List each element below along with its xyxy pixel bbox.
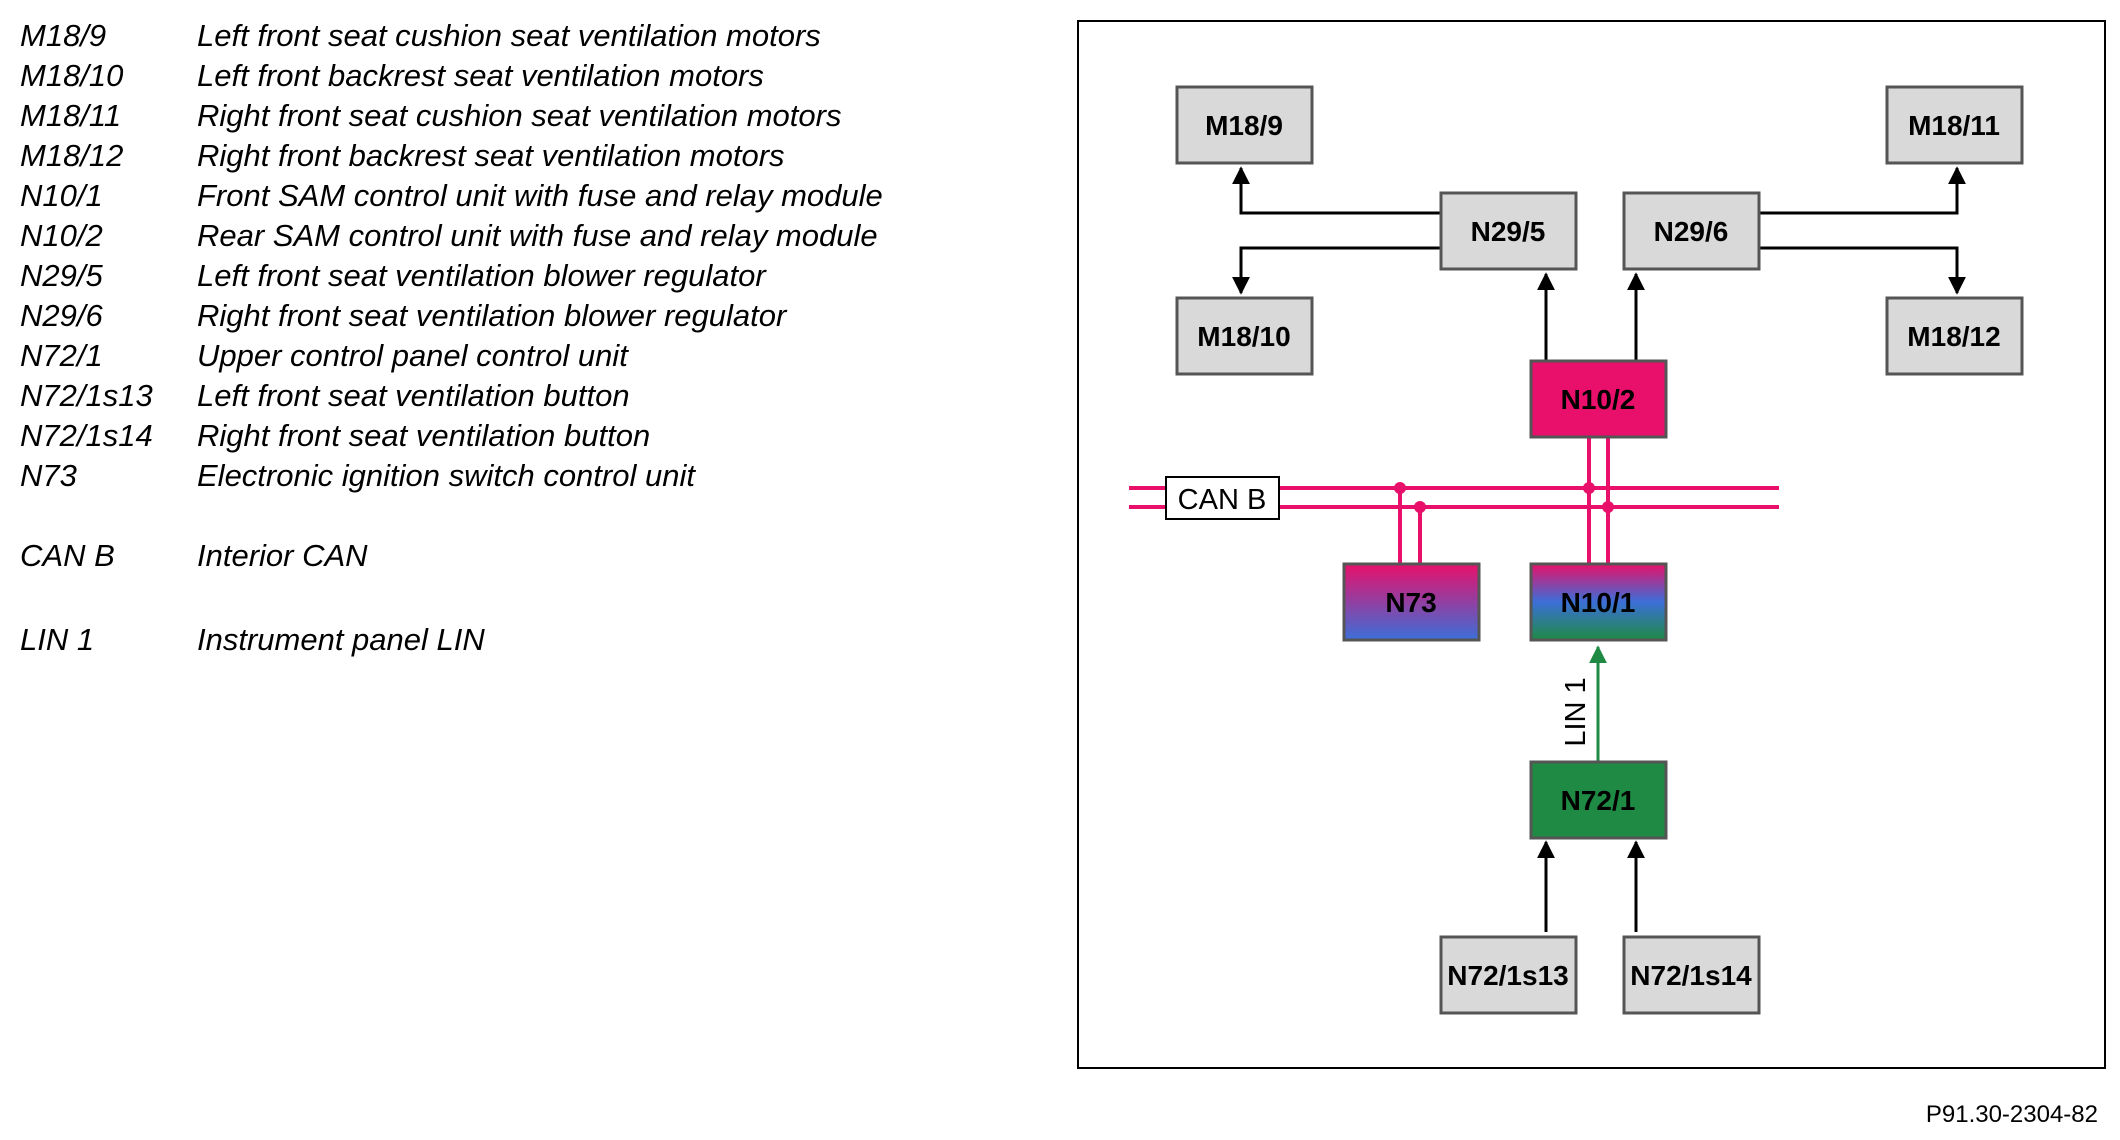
legend-description: Upper control panel control unit xyxy=(197,338,628,373)
box-m18-9: M18/9 xyxy=(1175,85,1314,165)
box-n29-6: N29/6 xyxy=(1622,191,1761,271)
box-n72-1: N72/1 xyxy=(1529,760,1668,840)
can-b-label-text: CAN B xyxy=(1178,484,1267,516)
box-n29-5-label: N29/5 xyxy=(1471,216,1546,247)
lin-1-label-text: LIN 1 xyxy=(1560,677,1592,746)
legend-code: N73 xyxy=(20,458,77,493)
box-n73-label: N73 xyxy=(1385,587,1436,618)
box-n72-1s14: N72/1s14 xyxy=(1622,935,1761,1015)
legend-code: LIN 1 xyxy=(20,622,95,657)
legend-code: N10/2 xyxy=(20,218,103,253)
legend-description: Left front seat ventilation button xyxy=(197,378,630,413)
legend-description: Rear SAM control unit with fuse and rela… xyxy=(197,218,878,253)
legend-code: N29/6 xyxy=(20,298,103,333)
box-m18-10-label: M18/10 xyxy=(1197,321,1290,352)
legend-code: CAN B xyxy=(20,538,115,573)
box-n10-1: N10/1 xyxy=(1529,562,1668,642)
box-n10-2: N10/2 xyxy=(1529,359,1668,439)
box-n29-5: N29/5 xyxy=(1439,191,1578,271)
legend-code: M18/11 xyxy=(20,98,122,133)
legend-code: N72/1 xyxy=(20,338,103,373)
box-m18-11-label: M18/11 xyxy=(1908,110,2000,141)
box-n72-1s14-label: N72/1s14 xyxy=(1630,960,1752,991)
legend-description: Right front backrest seat ventilation mo… xyxy=(197,138,785,173)
box-m18-12-label: M18/12 xyxy=(1907,321,2000,352)
legend-description: Right front seat cushion seat ventilatio… xyxy=(197,98,842,133)
legend-description: Front SAM control unit with fuse and rel… xyxy=(197,178,883,213)
box-m18-11: M18/11 xyxy=(1885,85,2024,165)
legend-code: M18/10 xyxy=(20,58,124,93)
legend-code: N29/5 xyxy=(20,258,103,293)
legend-code: N72/1s13 xyxy=(20,378,153,413)
box-n10-1-label: N10/1 xyxy=(1561,587,1636,618)
legend-code: N72/1s14 xyxy=(20,418,153,453)
legend-description: Electronic ignition switch control unit xyxy=(197,458,695,493)
legend-description: Instrument panel LIN xyxy=(197,622,485,657)
lin-bus: LIN 1 xyxy=(1560,645,1607,762)
signal-lines xyxy=(1232,166,1966,932)
figure-reference: P91.30-2304-82 xyxy=(1925,1101,2098,1128)
diagram-canvas: CAN B LIN 1 M1 xyxy=(1129,85,2024,1015)
network-diagram: CAN B LIN 1 M1 xyxy=(1077,20,2106,1069)
box-n72-1-label: N72/1 xyxy=(1561,785,1636,816)
box-n73: N73 xyxy=(1342,562,1481,642)
box-n29-6-label: N29/6 xyxy=(1654,216,1729,247)
legend-description: Left front backrest seat ventilation mot… xyxy=(197,58,764,93)
box-n72-1s13-label: N72/1s13 xyxy=(1447,960,1568,991)
box-n72-1s13: N72/1s13 xyxy=(1439,935,1578,1015)
legend-code: N10/1 xyxy=(20,178,103,213)
legend-code: M18/9 xyxy=(20,18,107,53)
legend-code: M18/12 xyxy=(20,138,124,173)
box-m18-12: M18/12 xyxy=(1885,296,2024,376)
legend-description: Right front seat ventilation blower regu… xyxy=(197,298,787,333)
box-m18-10: M18/10 xyxy=(1175,296,1314,376)
legend-description: Left front seat cushion seat ventilation… xyxy=(197,18,821,53)
legend-description: Right front seat ventilation button xyxy=(197,418,651,453)
legend-description: Interior CAN xyxy=(197,538,368,573)
box-n10-2-label: N10/2 xyxy=(1561,384,1636,415)
can-b-label: CAN B xyxy=(1165,476,1280,520)
box-m18-9-label: M18/9 xyxy=(1205,110,1283,141)
legend-description: Left front seat ventilation blower regul… xyxy=(197,258,766,293)
